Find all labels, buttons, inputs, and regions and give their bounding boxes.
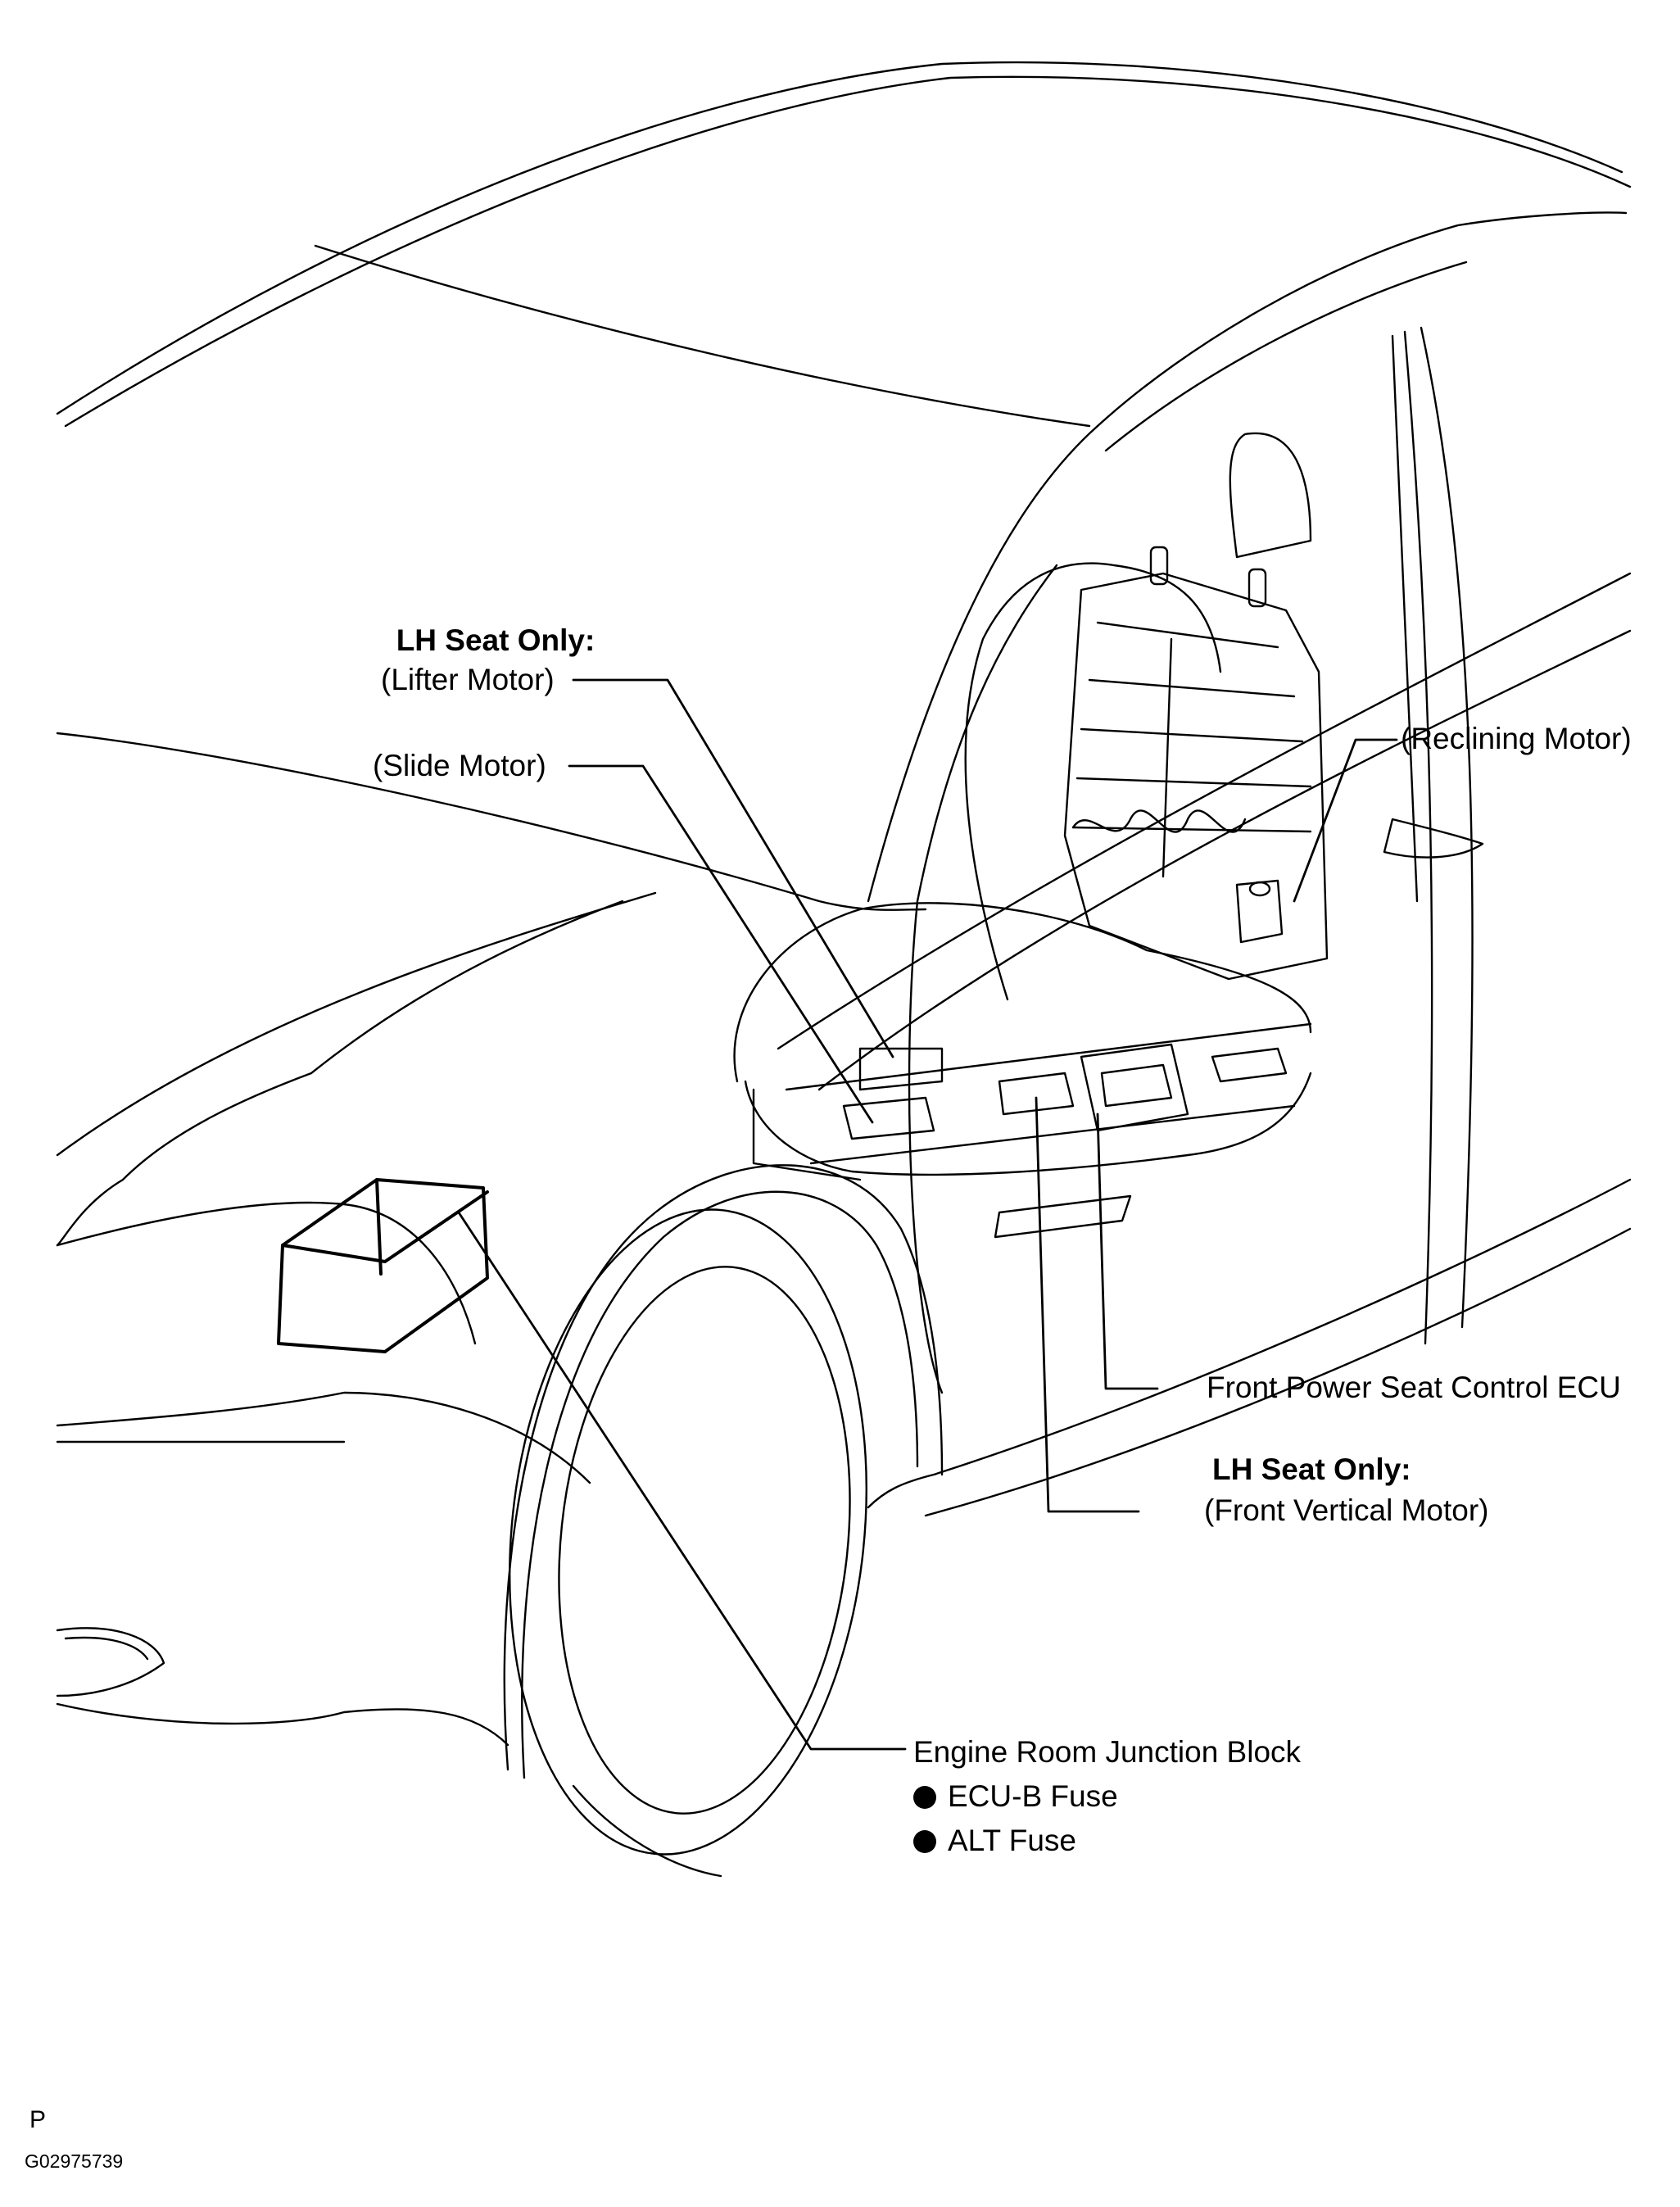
ecu-b-fuse-item: ECU-B Fuse: [913, 1774, 1301, 1819]
bullet-icon: [913, 1786, 936, 1809]
reclining-motor-label: (Reclining Motor): [1401, 722, 1632, 755]
engine-room-junction-block-label: Engine Room Junction Block ECU-B Fuse AL…: [913, 1730, 1301, 1863]
front-vertical-motor-label: (Front Vertical Motor): [1204, 1493, 1489, 1527]
footer-marker: P: [29, 2106, 47, 2133]
leader-front-power-seat-ecu: [1096, 1113, 1159, 1390]
ecu-b-fuse-label: ECU-B Fuse: [948, 1779, 1118, 1813]
leader-reclining-motor: [1293, 738, 1398, 903]
leader-lifter-motor: [572, 678, 894, 1058]
lifter-motor-label: (Lifter Motor): [381, 663, 555, 696]
junction-block: [277, 1178, 489, 1353]
leader-front-vertical-motor: [1035, 1096, 1140, 1513]
slide-motor-label: (Slide Motor): [373, 749, 546, 782]
front-vertical-motor-heading: LH Seat Only:: [1212, 1452, 1411, 1486]
figure-code: G02975739: [25, 2150, 124, 2172]
alt-fuse-label: ALT Fuse: [948, 1824, 1076, 1857]
hood-and-fender: [56, 732, 927, 1747]
front-power-seat-ecu-label: Front Power Seat Control ECU: [1207, 1371, 1621, 1404]
car-body-outline: [56, 61, 1632, 1517]
bullet-icon: [913, 1830, 936, 1853]
seat-assembly: [733, 432, 1329, 1239]
front-wheel: [503, 1164, 944, 1878]
leader-slide-motor: [568, 764, 874, 1124]
leader-junction-block: [457, 1211, 907, 1751]
alt-fuse-item: ALT Fuse: [913, 1819, 1301, 1863]
lifter-motor-heading: LH Seat Only:: [396, 623, 595, 657]
junction-block-title: Engine Room Junction Block: [913, 1735, 1302, 1769]
leader-lines: [457, 678, 1398, 1751]
